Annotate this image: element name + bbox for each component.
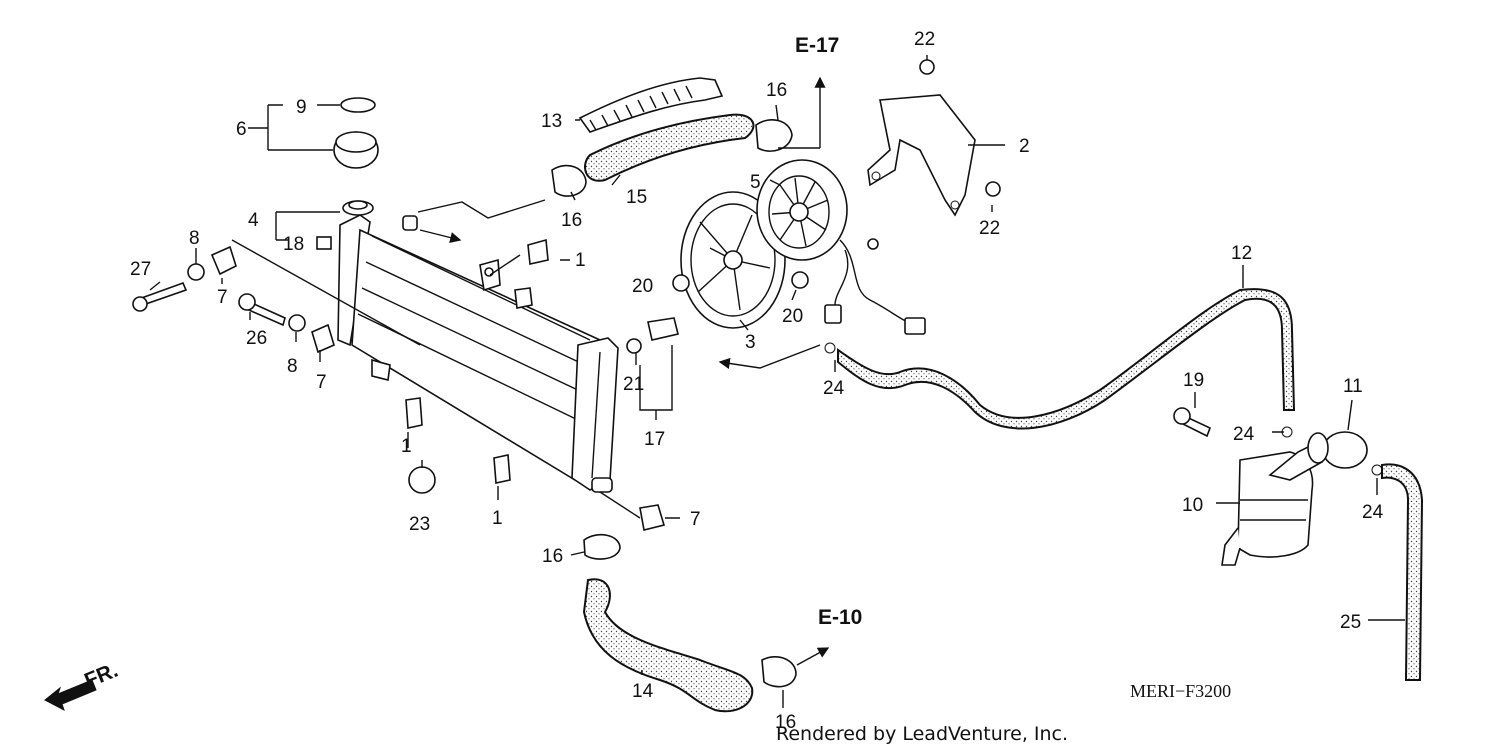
part-label-25: 25 bbox=[1340, 612, 1361, 633]
fan-bracket bbox=[867, 94, 976, 217]
diagram-code: MERI−F3200 bbox=[1130, 681, 1231, 701]
reserve-tank bbox=[1221, 443, 1324, 566]
part-label-2: 2 bbox=[1019, 136, 1030, 157]
part-label-16: 16 bbox=[561, 210, 582, 231]
part-labels: 1 1 1 2 3 4 5 6 7 7 7 8 8 9 10 11 12 13 … bbox=[130, 29, 1384, 733]
part-label-23: 23 bbox=[409, 514, 430, 535]
part-label-24: 24 bbox=[1362, 502, 1384, 523]
part-label-1: 1 bbox=[492, 508, 503, 529]
hardware bbox=[132, 59, 1383, 688]
part-label-7: 7 bbox=[217, 287, 228, 308]
part-label-8: 8 bbox=[189, 228, 200, 249]
part-label-24: 24 bbox=[1233, 424, 1255, 445]
radiator bbox=[337, 200, 619, 493]
front-marker-label: FR. bbox=[81, 659, 121, 693]
upper-hose bbox=[584, 113, 755, 182]
part-label-20: 20 bbox=[782, 306, 803, 327]
part-label-1: 1 bbox=[401, 436, 412, 457]
part-label-9: 9 bbox=[296, 97, 307, 118]
front-direction-arrow: FR. bbox=[44, 659, 121, 712]
part-label-15: 15 bbox=[626, 187, 647, 208]
overflow-tube bbox=[578, 77, 724, 133]
part-label-18: 18 bbox=[283, 234, 304, 255]
part-label-21: 21 bbox=[623, 374, 644, 395]
reference-e10: E-10 bbox=[818, 606, 862, 629]
part-label-13: 13 bbox=[541, 111, 562, 132]
part-label-16: 16 bbox=[775, 712, 796, 733]
part-label-11: 11 bbox=[1343, 376, 1363, 397]
part-label-5: 5 bbox=[750, 172, 761, 193]
part-label-19: 19 bbox=[1183, 370, 1204, 391]
part-label-22: 22 bbox=[914, 29, 935, 50]
part-label-27: 27 bbox=[130, 259, 151, 280]
reference-e17: E-17 bbox=[795, 34, 839, 57]
part-label-17: 17 bbox=[644, 429, 665, 450]
part-label-7: 7 bbox=[690, 509, 701, 530]
part-label-16: 16 bbox=[766, 80, 787, 101]
reserve-tank-cap bbox=[1307, 431, 1368, 469]
breather-tube bbox=[1381, 463, 1424, 681]
part-label-12: 12 bbox=[1231, 243, 1252, 264]
part-label-22: 22 bbox=[979, 218, 1000, 239]
part-label-8: 8 bbox=[287, 356, 298, 377]
part-label-14: 14 bbox=[632, 681, 654, 702]
part-label-16: 16 bbox=[542, 546, 563, 567]
part-label-4: 4 bbox=[248, 210, 259, 231]
credit-text: Rendered by LeadVenture, Inc. bbox=[776, 723, 1068, 745]
part-label-26: 26 bbox=[246, 328, 267, 349]
part-label-24: 24 bbox=[823, 378, 845, 399]
siphon-tube bbox=[837, 288, 1296, 430]
part-label-10: 10 bbox=[1182, 495, 1203, 516]
part-label-7: 7 bbox=[316, 372, 327, 393]
part-label-6: 6 bbox=[236, 119, 247, 140]
lower-hose bbox=[582, 578, 754, 713]
part-label-3: 3 bbox=[745, 332, 756, 353]
leader-lines bbox=[149, 55, 1405, 708]
radiator-cap bbox=[333, 97, 379, 169]
part-label-20: 20 bbox=[632, 276, 653, 297]
part-label-1: 1 bbox=[575, 250, 586, 271]
